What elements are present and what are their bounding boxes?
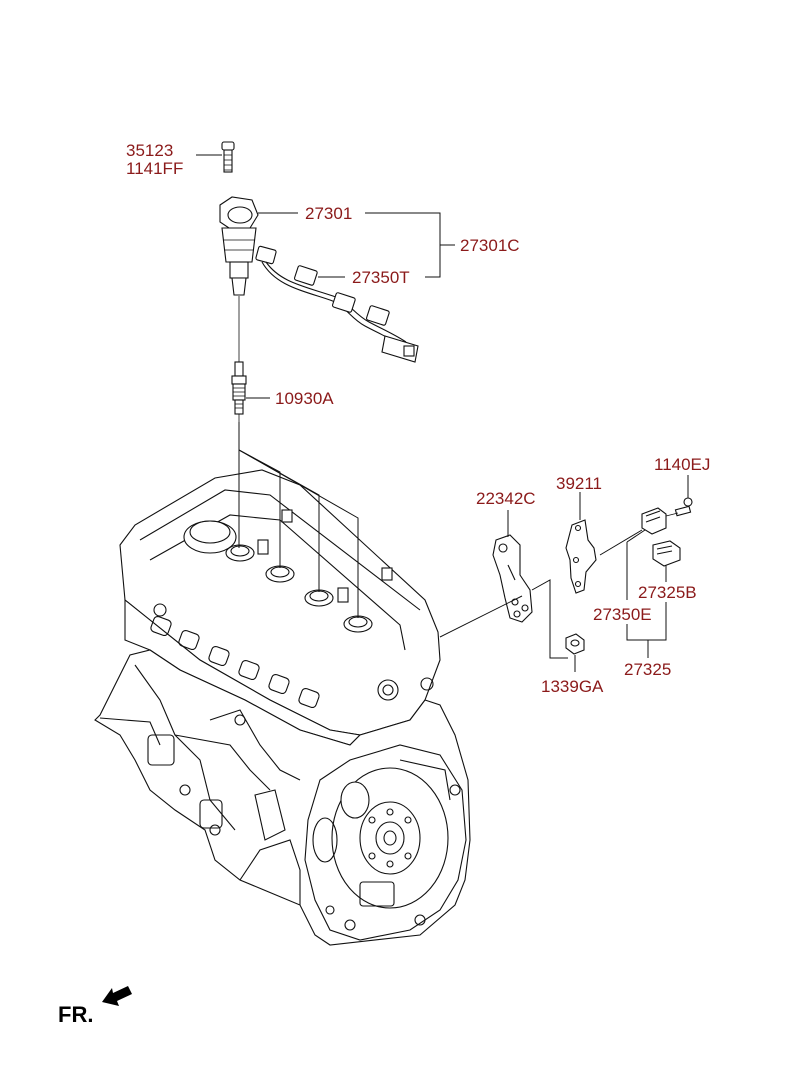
front-marker-label: FR. xyxy=(58,1002,93,1027)
label-27325b: 27325B xyxy=(638,583,697,602)
ignition-coil xyxy=(219,141,277,296)
spark-plug xyxy=(231,296,247,422)
label-1141ff: 1141FF xyxy=(126,159,183,178)
label-1140ej: 1140EJ xyxy=(654,455,710,474)
nut xyxy=(565,633,585,655)
label-27350e: 27350E xyxy=(593,605,652,624)
label-27301c: 27301C xyxy=(460,236,520,255)
bracket xyxy=(492,534,533,623)
label-35123: 35123 xyxy=(126,141,173,160)
connector xyxy=(652,540,681,567)
label-10930a: 10930A xyxy=(275,389,334,408)
front-arrow-icon xyxy=(102,986,132,1006)
label-39211: 39211 xyxy=(556,474,602,493)
leader-lines xyxy=(196,154,689,672)
label-27350t: 27350T xyxy=(352,268,410,287)
sensor-bracket xyxy=(565,519,597,594)
label-27301: 27301 xyxy=(305,204,352,223)
part-labels: 35123 1141FF 27301 27301C 27350T 10930A … xyxy=(126,141,710,696)
label-27325: 27325 xyxy=(624,660,671,679)
cam-sensor xyxy=(641,497,693,535)
label-22342c: 22342C xyxy=(476,489,536,508)
wiring-harness xyxy=(261,261,419,363)
front-marker: FR. xyxy=(58,986,132,1027)
label-1339ga: 1339GA xyxy=(541,677,604,696)
engine-block xyxy=(94,469,471,946)
